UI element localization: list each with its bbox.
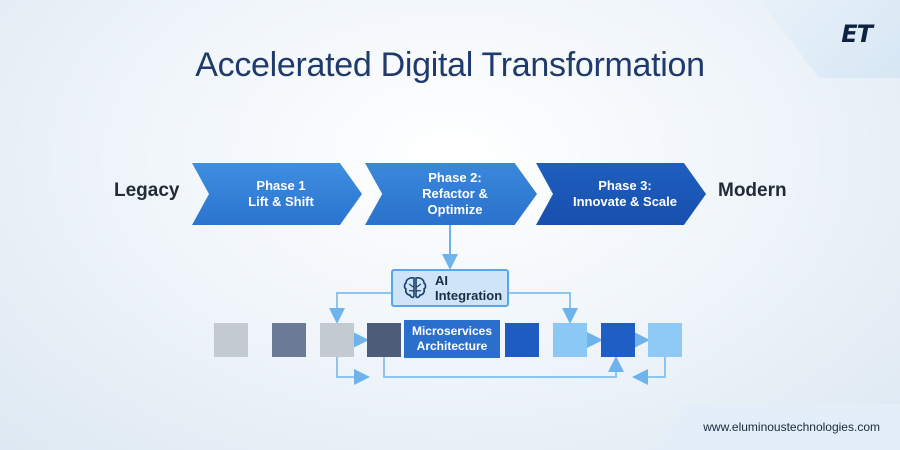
- modern-block-2: [553, 323, 587, 357]
- corner-decoration-bottom: [655, 404, 900, 450]
- modern-block-3: [601, 323, 635, 357]
- page-title: Accelerated Digital Transformation: [195, 46, 705, 84]
- ai-left-branch: [329, 292, 391, 324]
- modern-block-4: [648, 323, 682, 357]
- legacy-label: Legacy: [114, 180, 180, 201]
- ai-right-branch: [509, 292, 578, 324]
- brand-logo: ET: [841, 20, 873, 48]
- legacy-block-3: [320, 323, 354, 357]
- ai-integration-label: AI Integration: [435, 273, 503, 303]
- modern-label: Modern: [718, 180, 787, 201]
- legacy-block-4: [367, 323, 401, 357]
- phase-1-chevron: Phase 1 Lift & Shift: [192, 163, 362, 225]
- phase-3-chevron: Phase 3: Innovate & Scale: [536, 163, 706, 225]
- bottom-loop-left: [336, 357, 370, 385]
- ai-integration-box: AI Integration: [391, 269, 509, 307]
- microservices-architecture-box: Microservices Architecture: [404, 320, 500, 358]
- modern-block-1: [505, 323, 539, 357]
- brain-icon: [403, 277, 427, 299]
- legacy-block-2: [272, 323, 306, 357]
- bottom-loop-middle: [383, 356, 624, 378]
- website-url: www.eluminoustechnologies.com: [703, 420, 880, 434]
- legacy-block-1: [214, 323, 248, 357]
- bottom-loop-right: [632, 357, 666, 385]
- phase-2-chevron: Phase 2: Refactor & Optimize: [365, 163, 537, 225]
